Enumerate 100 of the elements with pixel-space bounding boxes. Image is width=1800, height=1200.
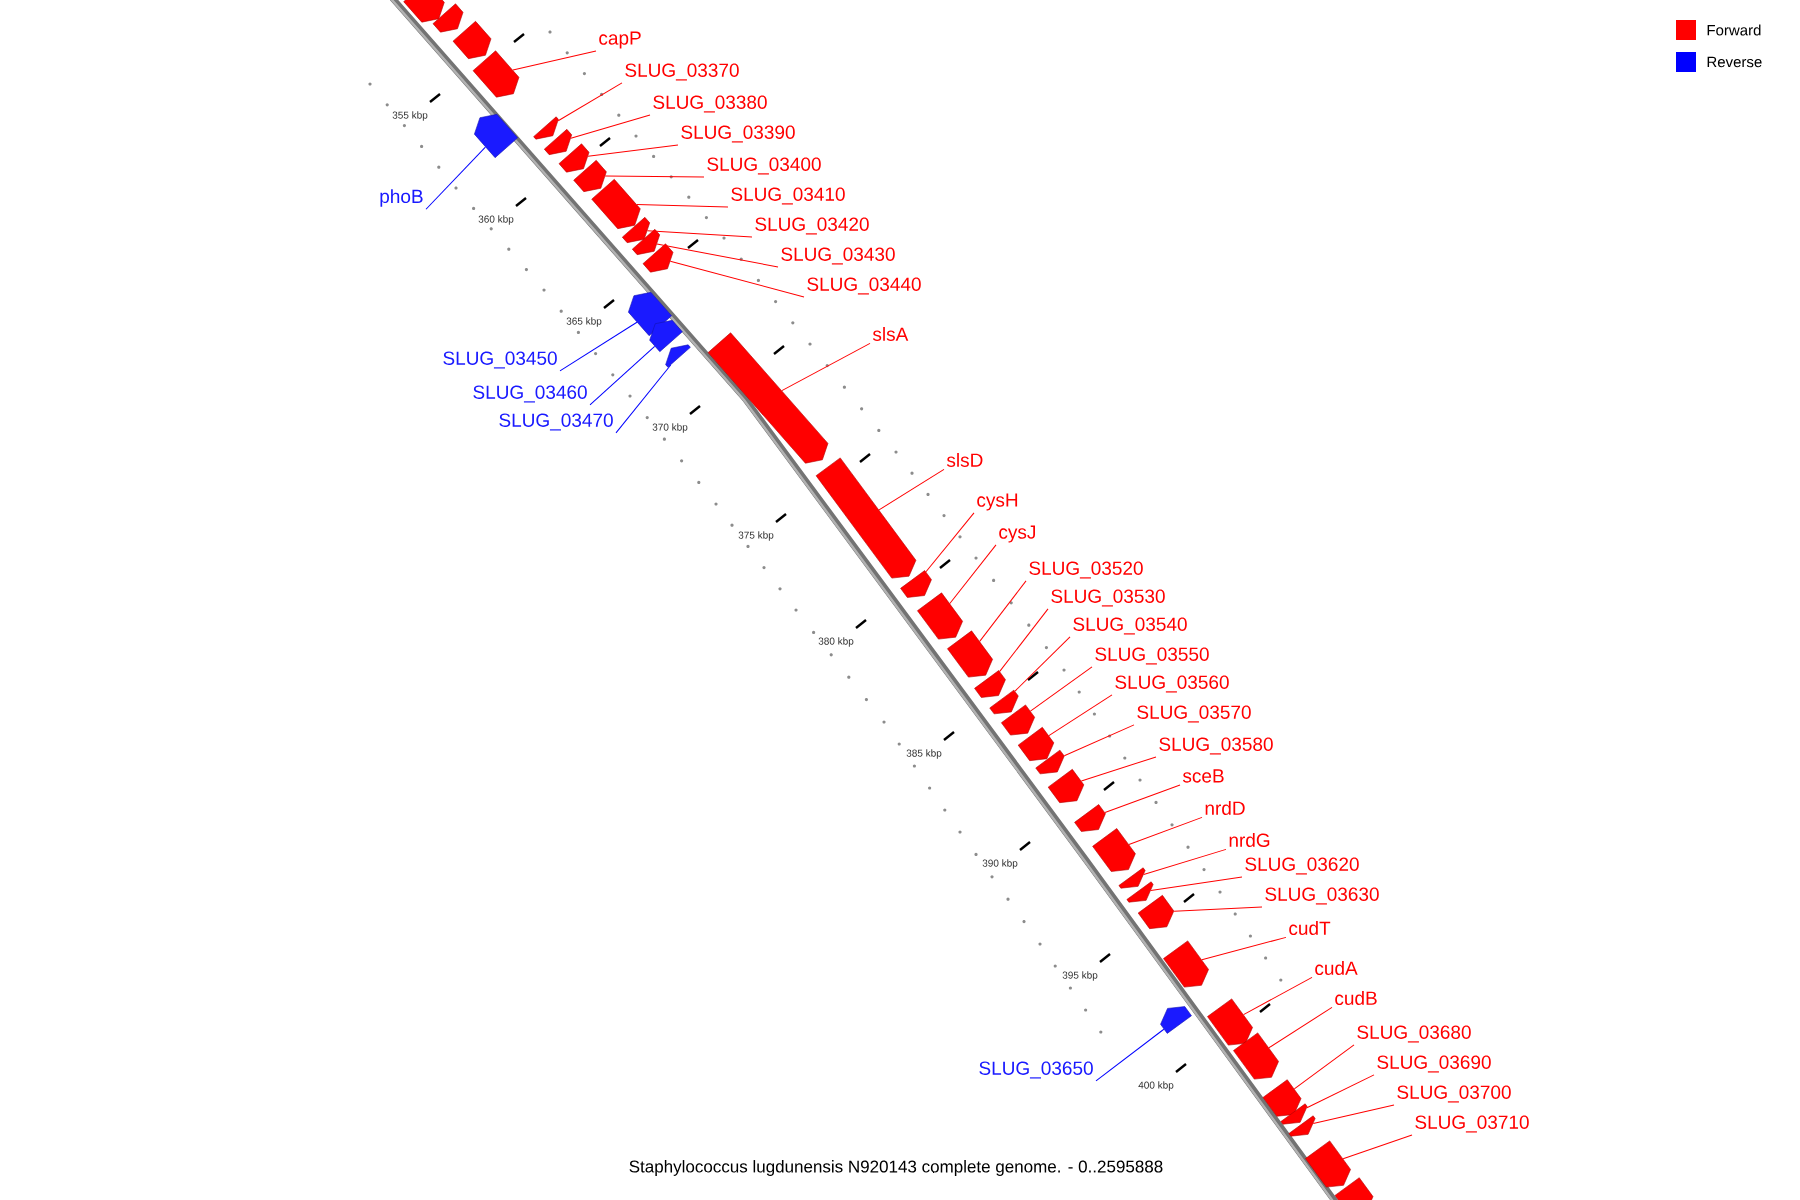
leader-line bbox=[656, 243, 779, 268]
gene-block bbox=[917, 592, 963, 640]
gene-block bbox=[649, 320, 683, 352]
leader-line bbox=[1014, 636, 1071, 692]
gene-label: SLUG_03550 bbox=[1095, 647, 1209, 665]
gene-block bbox=[900, 570, 932, 598]
gene-label: SLUG_03700 bbox=[1397, 1085, 1511, 1103]
leader-line bbox=[512, 50, 597, 71]
gene-label: SLUG_03690 bbox=[1377, 1055, 1491, 1073]
gene-label: cudA bbox=[1315, 961, 1358, 975]
gene-block bbox=[1207, 998, 1253, 1046]
gene-label: SLUG_03710 bbox=[1415, 1115, 1529, 1133]
gene-label: SLUG_03390 bbox=[681, 125, 795, 143]
gene-label: SLUG_03540 bbox=[1073, 617, 1187, 635]
gene-block bbox=[1160, 1006, 1192, 1034]
gene-block bbox=[1233, 1032, 1279, 1080]
gene-label: SLUG_03440 bbox=[807, 277, 921, 295]
gene-label: SLUG_03520 bbox=[1029, 561, 1143, 579]
gene-label: SLUG_03650 bbox=[979, 1061, 1093, 1079]
leader-line bbox=[1306, 1074, 1375, 1109]
leader-line bbox=[949, 544, 997, 605]
leader-line bbox=[589, 345, 656, 406]
leader-line bbox=[636, 204, 729, 208]
leader-line bbox=[979, 580, 1027, 642]
leader-line bbox=[1128, 816, 1203, 845]
leader-line bbox=[1063, 724, 1135, 757]
gene-block bbox=[573, 160, 607, 192]
gene-block bbox=[558, 143, 590, 173]
gene-label: SLUG_03570 bbox=[1137, 705, 1251, 723]
gene-label: SLUG_03470 bbox=[499, 413, 613, 431]
gene-label: SLUG_03410 bbox=[731, 187, 845, 205]
gene-label: cysH bbox=[977, 493, 1018, 511]
gene-block bbox=[1288, 1115, 1316, 1137]
gene-label: SLUG_03620 bbox=[1245, 857, 1359, 875]
gene-block bbox=[544, 129, 572, 155]
gene-label: SLUG_03380 bbox=[653, 95, 767, 113]
leader-line bbox=[425, 146, 486, 210]
leader-line bbox=[1048, 694, 1113, 737]
gene-label: SLUG_03630 bbox=[1265, 887, 1379, 905]
leader-line bbox=[1243, 976, 1313, 1016]
gene-block bbox=[591, 179, 641, 229]
gene-block bbox=[452, 21, 492, 59]
leader-line bbox=[669, 260, 805, 298]
gene-block bbox=[472, 50, 520, 98]
gene-block bbox=[947, 630, 993, 678]
leader-line bbox=[646, 230, 753, 238]
gene-block bbox=[989, 689, 1019, 715]
gene-block bbox=[403, 0, 445, 23]
gene-label: SLUG_03580 bbox=[1159, 737, 1273, 755]
gene-label: phoB bbox=[380, 189, 423, 207]
gene-block bbox=[1074, 804, 1106, 832]
gene-block bbox=[1001, 704, 1035, 736]
leader-line bbox=[1312, 1104, 1395, 1124]
gene-label: SLUG_03400 bbox=[707, 157, 821, 175]
leader-line bbox=[781, 342, 871, 392]
gene-label: cudT bbox=[1289, 921, 1331, 935]
gene-label: SLUG_03560 bbox=[1115, 675, 1229, 693]
gene-block bbox=[815, 457, 917, 579]
gene-block bbox=[707, 332, 829, 464]
gene-block bbox=[632, 229, 660, 255]
leader-line bbox=[878, 468, 945, 511]
gene-block bbox=[1280, 1103, 1308, 1125]
leader-line bbox=[1342, 1134, 1413, 1160]
gene-label: SLUG_03420 bbox=[755, 217, 869, 235]
gene-block bbox=[533, 116, 559, 140]
leader-line bbox=[1293, 1044, 1355, 1090]
gene-label: sceB bbox=[1182, 769, 1224, 783]
gene-block bbox=[628, 292, 672, 336]
gene-block bbox=[1305, 1140, 1351, 1188]
gene-block bbox=[1017, 727, 1055, 761]
gene-label: SLUG_03430 bbox=[781, 247, 895, 265]
gene-block bbox=[1118, 867, 1146, 889]
leader-line bbox=[1150, 876, 1243, 891]
gene-block bbox=[1035, 749, 1065, 775]
gene-block bbox=[1262, 1079, 1302, 1117]
leader-line bbox=[604, 175, 705, 178]
leader-line bbox=[1029, 666, 1093, 712]
leader-line bbox=[1080, 756, 1157, 782]
gene-label: SLUG_03530 bbox=[1051, 589, 1165, 607]
leader-line bbox=[587, 144, 679, 157]
gene-block bbox=[665, 344, 691, 368]
gene-block bbox=[622, 217, 650, 243]
gene-label: nrdD bbox=[1205, 801, 1245, 815]
gene-label: nrdG bbox=[1229, 833, 1270, 847]
gene-block bbox=[1334, 1177, 1374, 1200]
gene-block bbox=[1092, 828, 1136, 872]
gene-label: cudB bbox=[1335, 991, 1377, 1005]
gene-block bbox=[1126, 881, 1154, 903]
gene-block bbox=[1163, 940, 1209, 988]
gene-label: cysJ bbox=[999, 525, 1035, 543]
caption: Staphylococcus lugdunensis N920143 complete genome. - 0..2595888 bbox=[629, 1160, 1163, 1176]
gene-label: slsA bbox=[872, 327, 909, 341]
leader-line bbox=[559, 321, 638, 372]
gene-label: SLUG_03450 bbox=[443, 351, 557, 369]
leader-line bbox=[570, 114, 651, 139]
gene-label: slsD bbox=[946, 453, 983, 467]
leader-line bbox=[1201, 936, 1287, 961]
gene-block bbox=[432, 3, 464, 33]
leader-line bbox=[1173, 906, 1263, 912]
gene-block bbox=[642, 243, 674, 273]
